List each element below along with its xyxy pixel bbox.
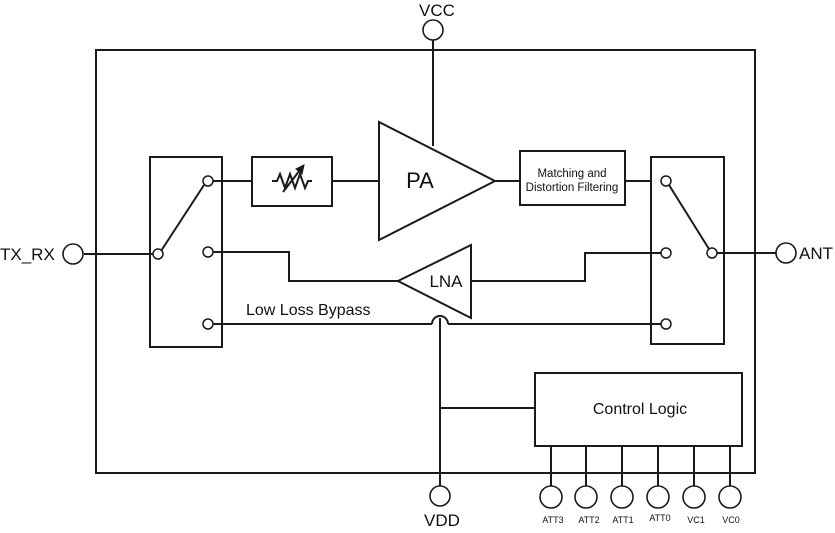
right-switch-bypass-node xyxy=(660,318,672,330)
control-pin-vc1[interactable]: VC1 xyxy=(682,446,706,525)
control-pin-label: VC0 xyxy=(722,515,740,525)
control-pin-label: ATT3 xyxy=(542,515,563,525)
control-pin-att1[interactable]: ATT1 xyxy=(610,446,634,525)
matching-filter-block xyxy=(519,150,626,206)
control-pin-vc0[interactable]: VC0 xyxy=(718,446,742,525)
right-switch-rx-node xyxy=(660,247,672,259)
control-pin-att0[interactable]: ATT0 xyxy=(646,446,671,523)
tx-rx-label: TX_RX xyxy=(0,245,55,264)
control-pin-att3[interactable]: ATT3 xyxy=(539,446,564,525)
control-pin-att2[interactable]: ATT2 xyxy=(574,446,600,525)
pa-amplifier xyxy=(378,120,498,242)
control-pin-label: ATT2 xyxy=(578,515,599,525)
tx-rx-pin[interactable] xyxy=(62,243,84,265)
variable-attenuator-icon xyxy=(272,164,312,193)
right-switch-common-node xyxy=(706,247,718,259)
vcc-label: VCC xyxy=(419,1,455,20)
control-pin-label: ATT0 xyxy=(649,513,670,523)
lna-amplifier xyxy=(395,243,472,320)
matching-label-line1: Matching and xyxy=(537,168,606,180)
rx-line-lna-to-switch xyxy=(213,251,398,282)
control-pin-label: VC1 xyxy=(687,515,705,525)
left-switch-tx-node xyxy=(202,175,214,187)
vcc-pin[interactable] xyxy=(422,19,444,41)
right-switch-tx-node xyxy=(660,175,672,187)
left-switch-rx-node xyxy=(202,246,214,258)
control-logic-label: Control Logic xyxy=(593,401,687,418)
lna-label: LNA xyxy=(429,272,463,291)
left-switch-arm xyxy=(160,184,205,252)
left-switch-bypass-node xyxy=(202,318,214,330)
matching-label-line2: Distortion Filtering xyxy=(526,182,619,194)
bypass-crossover-hop xyxy=(431,315,449,325)
bypass-label: Low Loss Bypass xyxy=(246,302,371,319)
left-switch-common-node xyxy=(152,248,164,260)
control-pin-label: ATT1 xyxy=(612,515,633,525)
attenuator-block xyxy=(251,156,333,207)
vdd-label: VDD xyxy=(424,511,460,530)
vdd-pin[interactable] xyxy=(429,485,451,507)
control-logic-block xyxy=(534,372,743,447)
pa-label: PA xyxy=(406,168,434,193)
right-switch-arm xyxy=(668,184,710,250)
rx-line-switch-to-lna xyxy=(471,252,661,282)
ant-pin[interactable] xyxy=(775,242,797,264)
ant-label: ANT xyxy=(799,244,833,263)
